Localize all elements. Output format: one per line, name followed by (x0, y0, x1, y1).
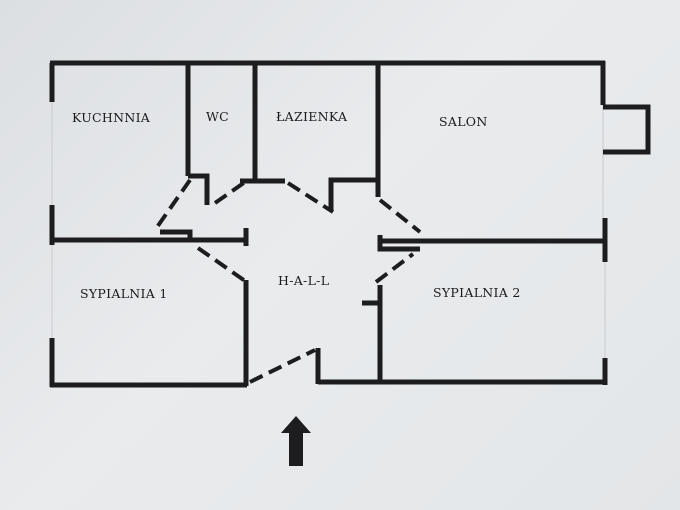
salon-door (378, 198, 422, 234)
room-labels: KUCHNNIA WC ŁAZIENKA SALON SYPIALNIA 1 H… (72, 109, 521, 301)
wc-corner (188, 173, 210, 205)
arrow-up-icon (281, 416, 311, 466)
room-label-kuchnia: KUCHNNIA (72, 110, 151, 125)
salon-door-stub (377, 235, 420, 252)
room-label-hall: H-A-L-L (278, 273, 329, 288)
room-label-wc: WC (206, 109, 229, 124)
room-label-lazienka: ŁAZIENKA (276, 109, 348, 124)
interior-walls (52, 63, 606, 386)
room-label-sypialnia-1: SYPIALNIA 1 (80, 286, 168, 301)
room-label-salon: SALON (439, 114, 488, 129)
wc-door (213, 180, 247, 205)
outer-walls (49, 60, 651, 388)
room-label-sypialnia-2: SYPIALNIA 2 (433, 285, 521, 300)
entrance-door (249, 348, 316, 384)
balcony (603, 104, 651, 155)
doors (153, 178, 422, 384)
bedroom2-door (374, 252, 415, 284)
bath-corner (328, 177, 378, 210)
bathroom-door (286, 181, 335, 214)
bedroom1-door (196, 246, 250, 285)
kitchen-door-stub (160, 229, 193, 240)
kitchen-door (153, 178, 192, 232)
